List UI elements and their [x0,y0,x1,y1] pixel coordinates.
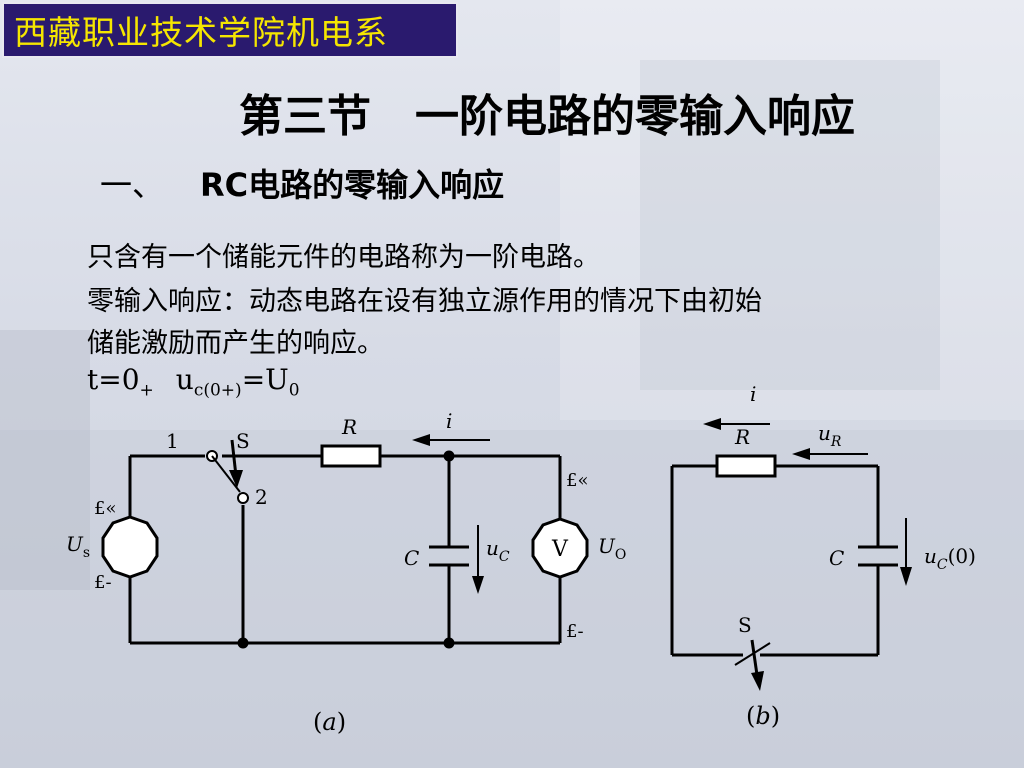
switch-terminal-2-label: 2 [255,485,268,509]
initial-condition: t=0+ uc(0+)=U0 [87,363,300,401]
uc-u-a: u [486,536,499,560]
us-u: U [66,532,84,556]
caption-a-open: ( [313,708,322,736]
source-minus-label: £- [94,572,112,593]
switch-b-arrow-shaft [750,639,759,676]
node-bottom-cap [443,637,455,649]
subsection-number: 一、 [100,166,165,204]
uc-b-arg: (0) [948,544,976,568]
voltmeter-plus-label: £« [566,470,588,491]
node-top-cap [443,450,455,462]
source-symbol [101,515,159,579]
caption-b-close: ) [771,702,780,730]
voltage-label: u [175,363,194,396]
circuit-b [670,464,880,657]
time-label: t=0 [87,363,140,396]
caption-b-open: ( [746,702,755,730]
caption-a-close: ) [337,708,346,736]
current-arrow-head [412,434,430,446]
definition-line-3: 储能激励而产生的响应。 [87,328,384,359]
subsection-title: RC电路的零输入响应 [200,166,505,204]
circuit-a [128,454,562,645]
time-subscript: + [139,380,154,401]
caption-a: (a) [313,708,346,736]
section-title: 第三节 一阶电路的零输入响应 [239,91,855,142]
uc-label-b: uC(0) [924,544,976,573]
definition-line-1: 只含有一个储能元件的电路称为一阶电路。 [87,242,600,273]
switch-blade [211,455,241,493]
us-sub: s [83,545,90,561]
uc-label-a: uC [486,536,510,565]
resistor-r [320,444,382,468]
department-name: 西藏职业技术学院机电系 [14,13,388,52]
switch-label-b: S [738,613,752,637]
uo-u: U [598,534,616,558]
uc-b-u: u [924,544,937,568]
node-bottom-switch [237,637,249,649]
voltmeter-label: V [551,537,569,562]
ur-arrow-head [792,448,810,460]
current-label-b: i [750,382,756,406]
switch-b-arrow-head [751,671,764,691]
caption-a-letter: a [322,708,336,736]
source-plus-label: £« [94,498,116,519]
uc-b-arrow-head [900,567,912,586]
voltmeter-minus-label: £- [566,621,584,642]
switch-arrow-head [229,470,243,488]
resistor-label-a: R [341,415,357,439]
ur-u: u [818,421,831,445]
caption-b: (b) [746,702,780,730]
ur-sub: R [830,434,842,450]
switch-label-a: S [236,429,250,453]
subsection-heading: 一、 RC电路的零输入响应 [100,160,504,206]
current-arrow-b-head [703,418,721,430]
resistor-r-b [715,454,777,478]
capacitor-label-a: C [404,546,419,570]
caption-b-letter: b [755,702,770,730]
resistor-label-b: R [734,425,750,449]
uc-sub-a: C [499,549,510,565]
switch-contact-2 [237,492,249,504]
capacitor-label-b: C [829,546,844,570]
voltmeter-symbol [531,517,589,579]
switch-terminal-1-label: 1 [166,429,179,453]
u0-subscript: 0 [288,380,300,401]
department-banner: 西藏职业技术学院机电系 [2,2,458,58]
uo-label: UO [598,534,626,563]
uc-arrow-head [472,576,484,594]
us-label: Us [66,532,90,561]
definition-line-2: 零输入响应：动态电路在设有独立源作用的情况下由初始 [87,286,762,317]
voltage-subscript: c(0+) [193,380,242,401]
uo-sub: O [615,547,626,563]
ur-label: uR [818,421,842,450]
voltage-equals: =U [241,363,289,396]
current-label-a: i [446,409,452,433]
uc-b-sub: C [937,557,948,573]
